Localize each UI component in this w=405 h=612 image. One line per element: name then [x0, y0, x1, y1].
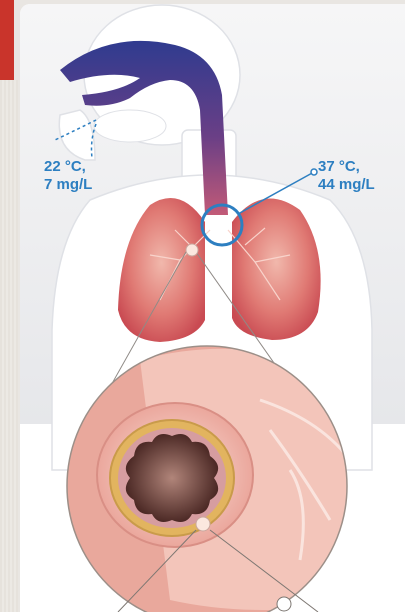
airway-humidity: 44 mg/L	[318, 176, 375, 194]
copyright-icon	[277, 597, 291, 611]
inhaled-air-label: 22 °C, 7 mg/L	[44, 158, 92, 194]
airway-air-label: 37 °C, 44 mg/L	[318, 158, 375, 194]
inhaled-temperature: 22 °C,	[44, 158, 92, 176]
airway-lumen	[126, 434, 218, 522]
inhaled-humidity: 7 mg/L	[44, 176, 92, 194]
airway-temperature: 37 °C,	[318, 158, 375, 176]
